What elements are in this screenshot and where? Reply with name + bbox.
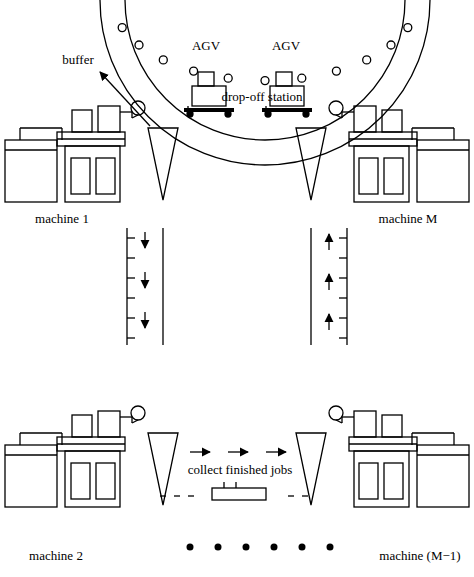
machine-label: machine (M−1) [379,549,460,563]
station-label: drop-off station [222,90,303,104]
agv-label: AGV [192,39,220,53]
machine-label: machine M [379,212,438,226]
machine-label: machine 2 [29,549,83,563]
process-label: collect finished jobs [186,463,295,477]
buffer-label: buffer [62,53,94,67]
machine-label: machine 1 [35,212,89,226]
agv-label: AGV [272,39,300,53]
